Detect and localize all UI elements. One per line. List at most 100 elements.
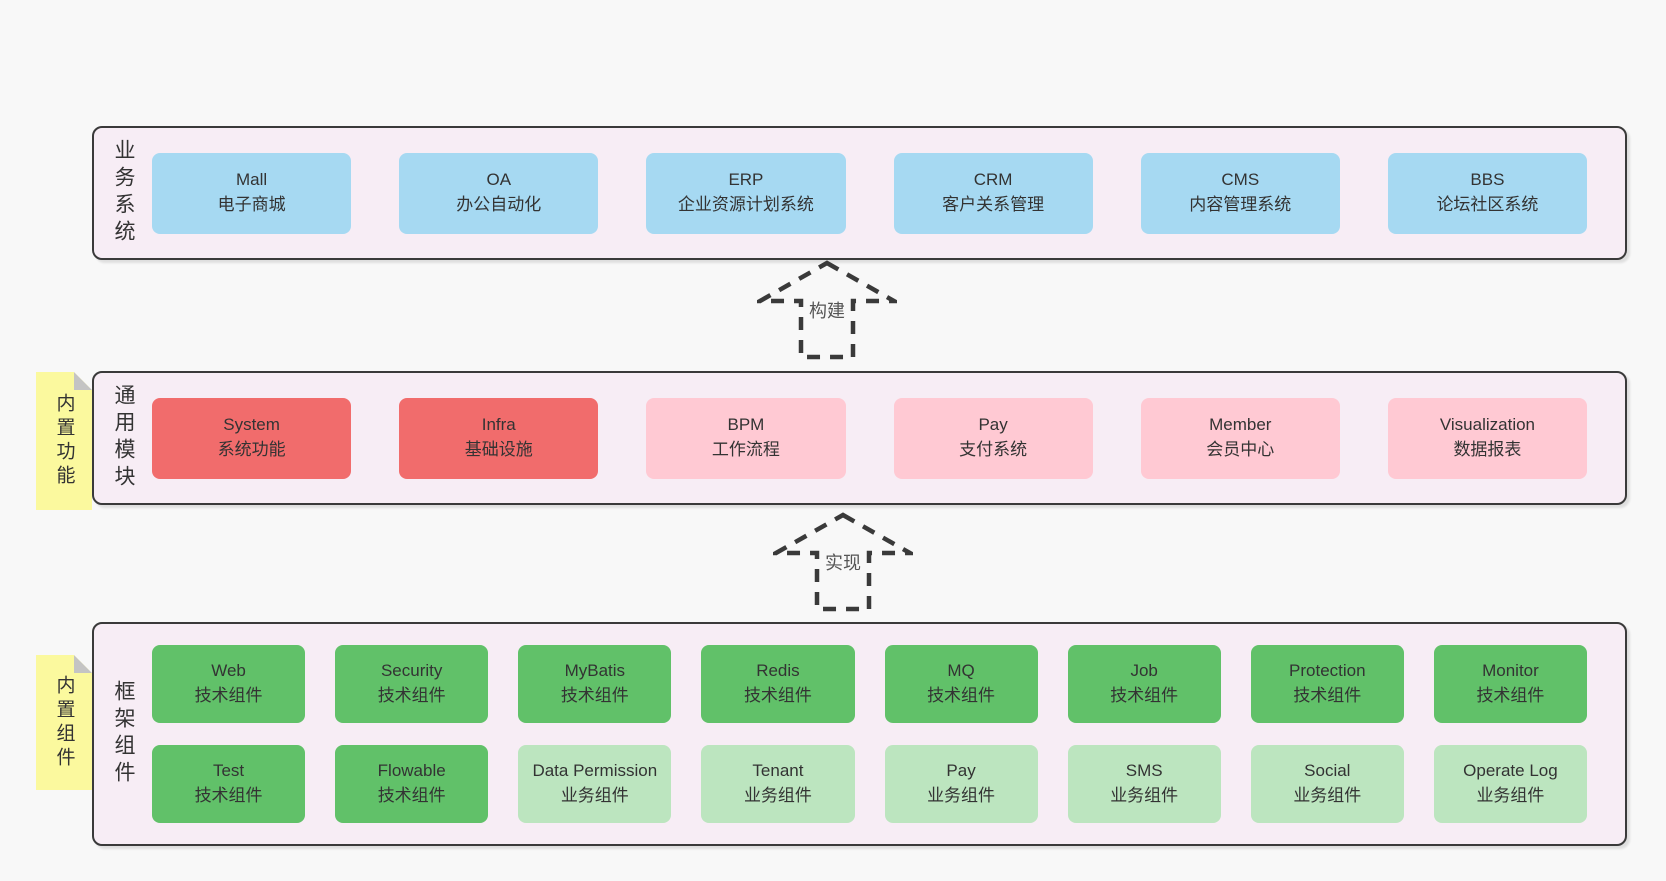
box-sms-name: SMS bbox=[1125, 761, 1163, 781]
box-oa-name: OA bbox=[486, 170, 512, 190]
box-monitor-name: Monitor bbox=[1482, 661, 1539, 681]
box-erp-name: ERP bbox=[728, 170, 764, 190]
box-mybatis-desc: 技术组件 bbox=[560, 686, 629, 705]
box-bbs: BBS 论坛社区系统 bbox=[1387, 152, 1588, 234]
box-security-desc: 技术组件 bbox=[377, 686, 446, 705]
box-mybatis-name: MyBatis bbox=[564, 661, 626, 681]
box-bpm-desc: 工作流程 bbox=[711, 440, 780, 459]
box-system-name: System bbox=[223, 415, 280, 435]
box-system: System 系统功能 bbox=[152, 397, 352, 479]
box-bpm: BPM 工作流程 bbox=[646, 397, 846, 479]
box-sms: SMS 业务组件 bbox=[1067, 745, 1221, 823]
common-modules-label: 通用模块 bbox=[112, 384, 135, 492]
box-crm: CRM 客户关系管理 bbox=[893, 152, 1093, 234]
box-infra: Infra 基础设施 bbox=[399, 397, 599, 479]
box-web-name: Web bbox=[211, 661, 246, 681]
box-monitor-desc: 技术组件 bbox=[1476, 686, 1545, 705]
box-pay-module: Pay 支付系统 bbox=[893, 397, 1093, 479]
box-data-permission-desc: 业务组件 bbox=[560, 786, 629, 805]
box-mq-name: MQ bbox=[947, 661, 975, 681]
box-operate-log: Operate Log 业务组件 bbox=[1433, 745, 1587, 823]
box-operate-log-name: Operate Log bbox=[1463, 761, 1558, 781]
box-pay-component-name: Pay bbox=[946, 761, 976, 781]
builtin-functions-sticky-label: 内置功能 bbox=[53, 393, 75, 489]
box-bpm-name: BPM bbox=[727, 415, 765, 435]
build-arrow-label: 构建 bbox=[806, 296, 848, 324]
box-web-desc: 技术组件 bbox=[194, 686, 263, 705]
box-tenant-desc: 业务组件 bbox=[743, 786, 812, 805]
box-protection-desc: 技术组件 bbox=[1293, 686, 1362, 705]
box-oa-desc: 办公自动化 bbox=[456, 195, 542, 214]
box-mall-desc: 电子商城 bbox=[217, 195, 286, 214]
box-member-name: Member bbox=[1209, 415, 1272, 435]
box-test: Test 技术组件 bbox=[152, 745, 306, 823]
box-cms-desc: 内容管理系统 bbox=[1189, 195, 1292, 214]
box-tenant: Tenant 业务组件 bbox=[701, 745, 855, 823]
box-erp: ERP 企业资源计划系统 bbox=[646, 152, 846, 234]
box-social: Social 业务组件 bbox=[1250, 745, 1404, 823]
box-erp-desc: 企业资源计划系统 bbox=[677, 195, 814, 214]
box-mq: MQ 技术组件 bbox=[884, 645, 1038, 723]
box-infra-desc: 基础设施 bbox=[464, 440, 533, 459]
framework-components-label: 框架组件 bbox=[112, 680, 135, 788]
box-sms-desc: 业务组件 bbox=[1110, 786, 1179, 805]
builtin-functions-sticky: 内置功能 bbox=[36, 372, 92, 510]
box-cms-name: CMS bbox=[1221, 170, 1260, 190]
box-protection-name: Protection bbox=[1289, 661, 1366, 681]
box-crm-desc: 客户关系管理 bbox=[942, 195, 1045, 214]
framework-components-band: 框架组件 Web 技术组件 Security 技术组件 MyBatis 技术组件… bbox=[92, 622, 1627, 846]
common-modules-boxes: System 系统功能 Infra 基础设施 BPM 工作流程 Pay 支付系统… bbox=[152, 373, 1625, 503]
box-job-desc: 技术组件 bbox=[1110, 686, 1179, 705]
business-systems-label: 业务系统 bbox=[112, 139, 135, 247]
box-redis-name: Redis bbox=[756, 661, 800, 681]
box-visualization-desc: 数据报表 bbox=[1453, 440, 1522, 459]
box-test-name: Test bbox=[212, 761, 245, 781]
box-flowable-name: Flowable bbox=[377, 761, 446, 781]
box-pay-module-desc: 支付系统 bbox=[959, 440, 1028, 459]
framework-components-grid: Web 技术组件 Security 技术组件 MyBatis 技术组件 Redi… bbox=[152, 624, 1625, 844]
box-pay-module-name: Pay bbox=[978, 415, 1008, 435]
box-operate-log-desc: 业务组件 bbox=[1476, 786, 1545, 805]
box-protection: Protection 技术组件 bbox=[1250, 645, 1404, 723]
box-system-desc: 系统功能 bbox=[217, 440, 286, 459]
box-mall-name: Mall bbox=[236, 170, 268, 190]
box-social-name: Social bbox=[1304, 761, 1351, 781]
box-infra-name: Infra bbox=[481, 415, 516, 435]
box-web: Web 技术组件 bbox=[152, 645, 306, 723]
business-systems-band: 业务系统 Mall 电子商城 OA 办公自动化 ERP 企业资源计划系统 CRM… bbox=[92, 126, 1627, 260]
box-redis: Redis 技术组件 bbox=[701, 645, 855, 723]
box-bbs-name: BBS bbox=[1470, 170, 1505, 190]
box-bbs-desc: 论坛社区系统 bbox=[1436, 195, 1539, 214]
implement-arrow-label: 实现 bbox=[822, 548, 864, 576]
box-flowable-desc: 技术组件 bbox=[377, 786, 446, 805]
build-arrow: 构建 bbox=[757, 260, 897, 360]
implement-arrow: 实现 bbox=[773, 512, 913, 612]
box-member: Member 会员中心 bbox=[1140, 397, 1340, 479]
sticky-fold-icon bbox=[74, 655, 92, 673]
box-redis-desc: 技术组件 bbox=[743, 686, 812, 705]
box-social-desc: 业务组件 bbox=[1293, 786, 1362, 805]
box-job: Job 技术组件 bbox=[1067, 645, 1221, 723]
box-pay-component-desc: 业务组件 bbox=[927, 786, 996, 805]
box-mall: Mall 电子商城 bbox=[152, 152, 352, 234]
box-data-permission: Data Permission 业务组件 bbox=[518, 745, 672, 823]
box-data-permission-name: Data Permission bbox=[532, 761, 658, 781]
box-mq-desc: 技术组件 bbox=[927, 686, 996, 705]
box-security: Security 技术组件 bbox=[335, 645, 489, 723]
box-visualization-name: Visualization bbox=[1439, 415, 1536, 435]
box-mybatis: MyBatis 技术组件 bbox=[518, 645, 672, 723]
common-modules-band: 通用模块 System 系统功能 Infra 基础设施 BPM 工作流程 Pay… bbox=[92, 371, 1627, 505]
box-crm-name: CRM bbox=[973, 170, 1013, 190]
business-systems-boxes: Mall 电子商城 OA 办公自动化 ERP 企业资源计划系统 CRM 客户关系… bbox=[152, 128, 1625, 258]
box-oa: OA 办公自动化 bbox=[399, 152, 599, 234]
box-test-desc: 技术组件 bbox=[194, 786, 263, 805]
builtin-components-sticky: 内置组件 bbox=[36, 655, 92, 790]
box-monitor: Monitor 技术组件 bbox=[1433, 645, 1587, 723]
box-pay-component: Pay 业务组件 bbox=[884, 745, 1038, 823]
sticky-fold-icon bbox=[74, 372, 92, 390]
box-job-name: Job bbox=[1130, 661, 1158, 681]
box-visualization: Visualization 数据报表 bbox=[1387, 397, 1588, 479]
box-tenant-name: Tenant bbox=[752, 761, 804, 781]
builtin-components-sticky-label: 内置组件 bbox=[53, 674, 75, 771]
box-member-desc: 会员中心 bbox=[1206, 440, 1275, 459]
